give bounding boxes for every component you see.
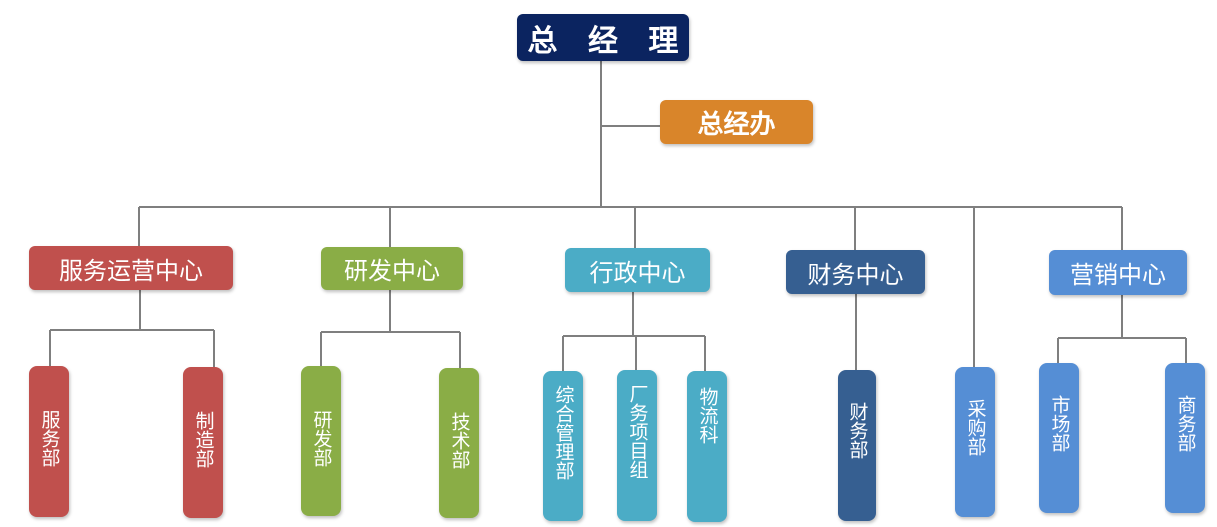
manufacturing-dept-label: 制造部: [192, 411, 215, 468]
general-manager-label: 总 经 理: [527, 23, 689, 59]
business-dept-box: 商务部: [1165, 363, 1205, 513]
general-mgmt-dept-box: 综合管理部: [543, 371, 583, 521]
finance-center-label: 财务中心: [807, 260, 904, 289]
rd-dept-label: 研发部: [310, 410, 333, 467]
market-dept-box: 市场部: [1039, 363, 1079, 513]
factory-project-group-label: 厂务项目组: [626, 384, 649, 479]
market-dept-label: 市场部: [1048, 395, 1071, 452]
rd-dept-box: 研发部: [301, 366, 341, 516]
rd-center-box: 研发中心: [321, 247, 463, 290]
rd-center-label: 研发中心: [344, 257, 440, 285]
tech-dept-box: 技术部: [439, 368, 479, 518]
gm-office-box: 总经办: [660, 100, 813, 144]
marketing-subtree: [1057, 295, 1187, 364]
rd-subtree: [320, 289, 461, 369]
logistics-section-label: 物流科: [696, 387, 719, 444]
marketing-center-label: 营销中心: [1070, 261, 1166, 289]
manufacturing-dept-box: 制造部: [183, 367, 223, 518]
service-dept-label: 服务部: [38, 410, 61, 467]
finance-dept-label: 财务部: [846, 402, 869, 459]
service-center-box: 服务运营中心: [29, 246, 233, 290]
marketing-center-box: 营销中心: [1049, 250, 1187, 295]
admin-center-label: 行政中心: [589, 258, 686, 287]
finance-dept-box: 财务部: [838, 370, 876, 521]
general-manager-box: 总 经 理: [517, 14, 689, 61]
admin-center-box: 行政中心: [565, 248, 710, 292]
procurement-dept-box: 采购部: [955, 367, 995, 517]
service-dept-box: 服务部: [29, 366, 69, 517]
business-dept-label: 商务部: [1174, 395, 1197, 452]
finance-center-box: 财务中心: [786, 250, 925, 294]
logistics-section-box: 物流科: [687, 371, 727, 522]
gm-office-label: 总经办: [697, 109, 776, 140]
admin-subtree: [562, 292, 706, 372]
tech-dept-label: 技术部: [448, 412, 471, 469]
service-center-label: 服务运营中心: [59, 256, 203, 285]
service-subtree: [49, 289, 215, 368]
general-mgmt-dept-label: 综合管理部: [552, 385, 575, 480]
procurement-dept-label: 采购部: [964, 399, 987, 456]
factory-project-group-box: 厂务项目组: [617, 370, 657, 521]
